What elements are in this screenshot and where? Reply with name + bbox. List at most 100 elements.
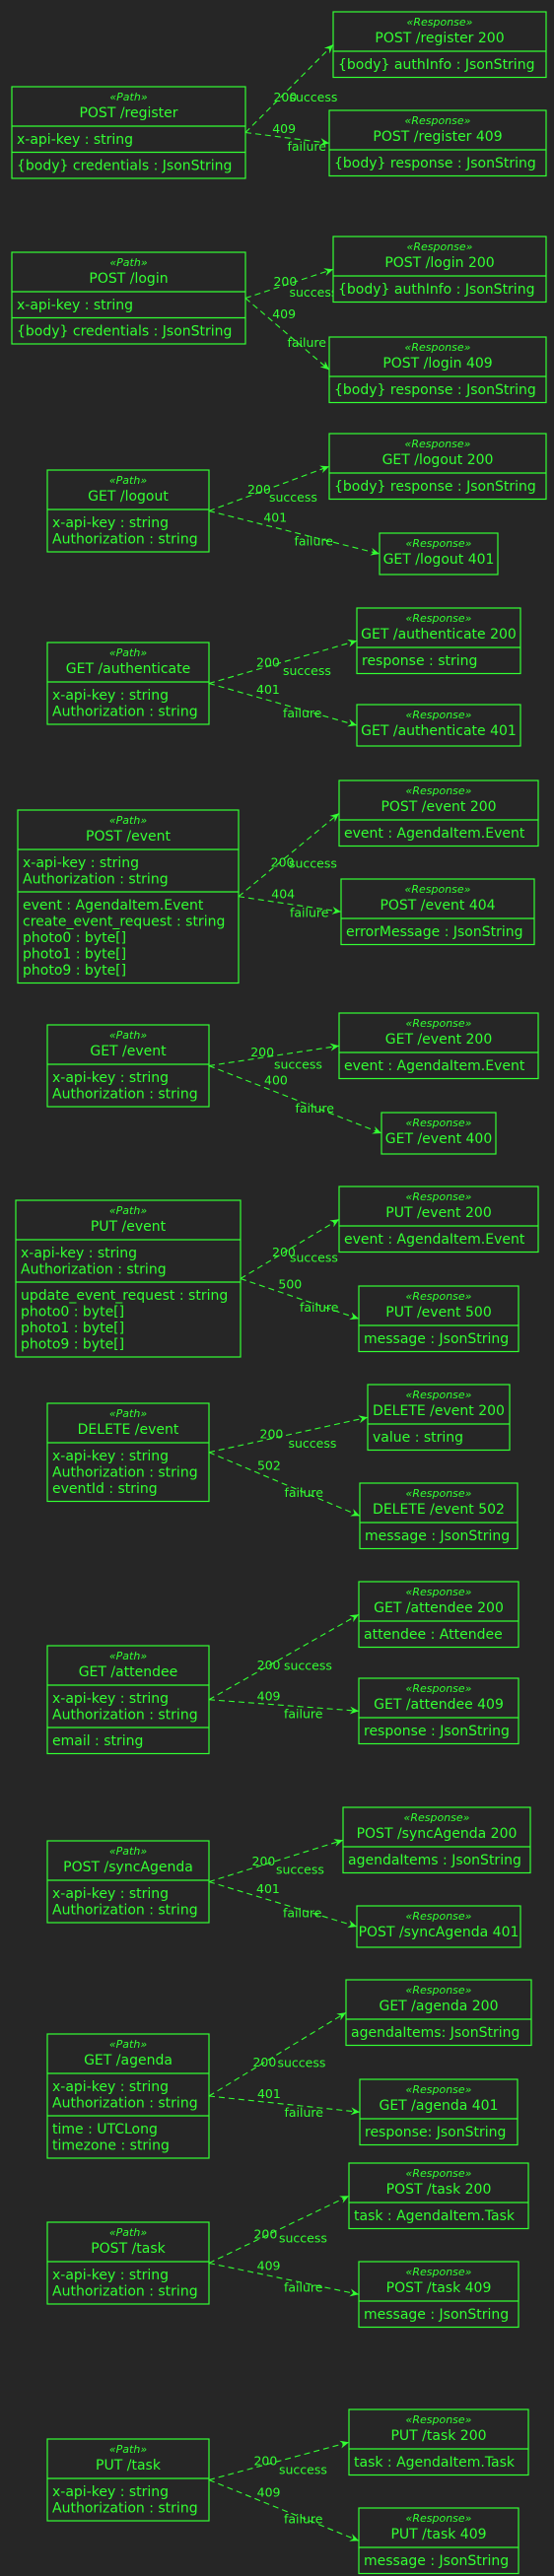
- response-title: GET /attendee 200: [374, 1600, 504, 1616]
- response-stereotype: «Response»: [406, 2083, 472, 2096]
- outcome-label: failure: [290, 906, 329, 920]
- outcome-label: failure: [284, 2511, 323, 2526]
- field-text: Authorization : string: [52, 1465, 198, 1481]
- response-title: GET /event 200: [385, 1032, 492, 1048]
- status-code-label: 401: [263, 509, 287, 524]
- response-stereotype: «Response»: [406, 709, 472, 721]
- field-text: Authorization : string: [52, 1903, 198, 1919]
- path-stereotype: «Path»: [109, 91, 147, 103]
- status-code-label: 409: [272, 306, 296, 321]
- field-text: {body} response : JsonString: [334, 479, 536, 495]
- field-text: Authorization : string: [52, 2284, 198, 2300]
- edge-line: [240, 1277, 360, 1321]
- status-code-label: 400: [264, 1072, 288, 1087]
- field-text: {body} response : JsonString: [334, 382, 536, 398]
- response-node: «Response»POST /login 409{body} response…: [328, 336, 547, 404]
- response-title: POST /syncAgenda 200: [357, 1826, 518, 1842]
- response-title: POST /login 409: [382, 356, 492, 372]
- path-stereotype: «Path»: [109, 256, 147, 269]
- status-code-label: 200: [256, 655, 280, 670]
- path-stereotype: «Path»: [109, 2226, 147, 2239]
- outcome-label: failure: [284, 2279, 323, 2294]
- status-code-label: 409: [257, 2259, 281, 2273]
- status-code-label: 401: [256, 1881, 280, 1896]
- status-code-label: 409: [257, 1688, 281, 1703]
- path-box: [46, 1402, 210, 1503]
- path-box: [46, 469, 210, 553]
- response-box: [356, 607, 521, 675]
- field-text: response : string: [362, 653, 477, 669]
- outcome-label: success: [283, 663, 331, 678]
- outcome-label: failure: [285, 2105, 324, 2120]
- response-title: DELETE /event 502: [373, 1502, 505, 1518]
- response-title: POST /register 200: [375, 31, 504, 46]
- response-stereotype: «Response»: [406, 2512, 472, 2525]
- response-box: [358, 2507, 519, 2575]
- outcome-label: success: [284, 1659, 332, 1673]
- outcome-label: failure: [283, 706, 322, 720]
- status-code-label: 200: [253, 2227, 277, 2242]
- response-box: [338, 1186, 539, 1254]
- path-stereotype: «Path»: [109, 814, 147, 827]
- response-title: POST /syncAgenda 401: [359, 1925, 519, 1940]
- response-box: [338, 1012, 539, 1080]
- field-text: message : JsonString: [364, 1331, 509, 1347]
- response-title: POST /login 200: [384, 255, 494, 271]
- edge-line: [208, 682, 358, 727]
- response-stereotype: «Response»: [406, 1190, 472, 1203]
- response-box: [356, 704, 521, 747]
- outcome-label: success: [274, 1056, 322, 1071]
- field-text: {body} authInfo : JsonString: [338, 282, 534, 298]
- response-node: «Response»POST /register 200{body} authI…: [332, 11, 547, 79]
- path-title: POST /syncAgenda: [63, 1860, 193, 1875]
- field-text: Authorization : string: [52, 1087, 198, 1103]
- status-code-label: 401: [257, 2086, 281, 2101]
- outcome-label: failure: [296, 1101, 335, 1116]
- response-stereotype: «Response»: [406, 612, 472, 625]
- response-title: GET /logout 200: [382, 452, 494, 468]
- status-code-label: 200: [272, 1245, 296, 1259]
- outcome-label: failure: [288, 335, 327, 350]
- status-code-label: 502: [257, 1457, 281, 1472]
- status-code-label: 200: [247, 482, 271, 497]
- status-code-label: 401: [256, 682, 280, 697]
- response-box: [328, 336, 547, 404]
- outcome-label: success: [290, 285, 338, 300]
- response-stereotype: «Response»: [406, 2266, 472, 2278]
- field-text: photo9 : byte[]: [21, 1337, 124, 1353]
- path-stereotype: «Path»: [109, 2443, 147, 2456]
- status-code-label: 409: [272, 121, 296, 136]
- field-text: x-api-key : string: [52, 515, 169, 531]
- status-code-label: 200: [271, 855, 295, 870]
- response-stereotype: «Response»: [406, 1910, 472, 1923]
- response-stereotype: «Response»: [406, 1117, 472, 1129]
- response-title: POST /task 200: [386, 2182, 492, 2198]
- field-text: Authorization : string: [52, 2501, 198, 2517]
- response-title: POST /event 200: [381, 799, 496, 815]
- response-stereotype: «Response»: [406, 1017, 472, 1030]
- path-title: PUT /event: [91, 1219, 167, 1235]
- field-text: agendaItems : JsonString: [348, 1853, 521, 1868]
- path-box: [46, 1645, 210, 1755]
- field-text: photo9 : byte[]: [23, 963, 126, 979]
